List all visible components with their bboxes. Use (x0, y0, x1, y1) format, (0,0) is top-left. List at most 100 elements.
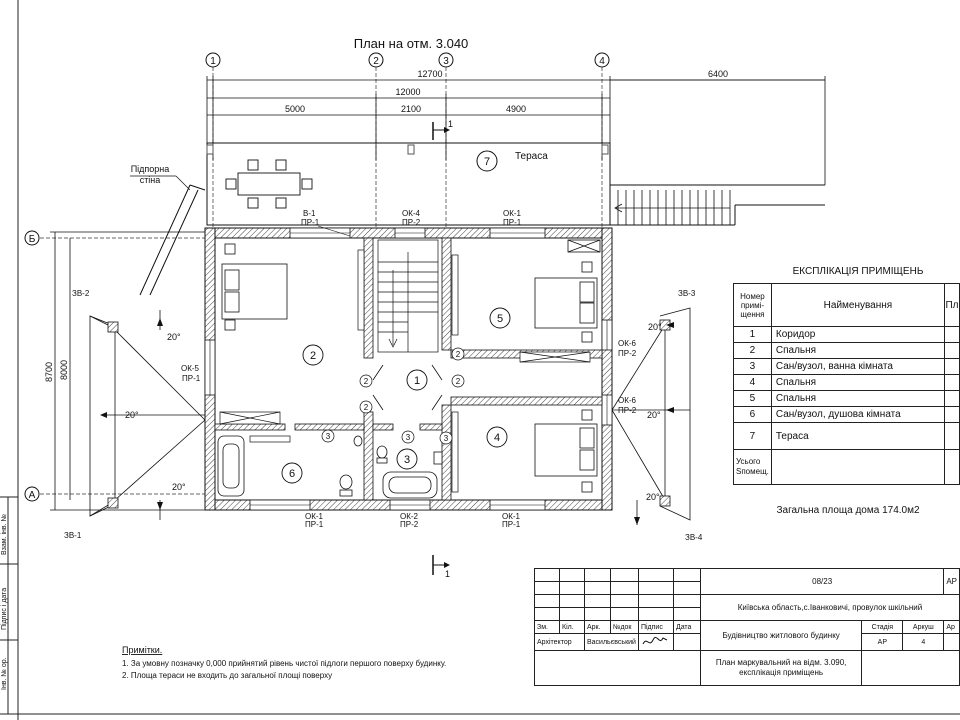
header-zm: Зм. (534, 620, 560, 634)
room-number-2: 2 (310, 350, 316, 362)
door-mark-4: 2 (364, 403, 369, 412)
dim-2100: 2100 (401, 104, 421, 114)
project-code: 08/23 (699, 568, 945, 595)
bed-room-2 (221, 243, 288, 331)
slope-6: 20° (646, 492, 660, 502)
window-mark-9-top: ОК-1 (502, 512, 521, 521)
total-area: Загальна площа дома 174.0м2 (776, 505, 920, 516)
window-mark-1-top: В-1 (303, 209, 316, 218)
window-mark-2-bottom: ПР-2 (402, 218, 421, 227)
window-mark-9-bottom: ПР-1 (502, 520, 521, 529)
explication-header: Номер примі- щення Найменування Пл (733, 283, 960, 327)
signature-scribble (642, 636, 668, 645)
corner-zv-2: ЗВ-2 (72, 289, 90, 298)
axis-a: А (29, 490, 36, 501)
signature (637, 633, 674, 651)
stage-value: АР (861, 633, 904, 651)
header-kil: Кіл. (559, 620, 585, 634)
corner-zv-1: ЗВ-1 (64, 531, 82, 540)
window-mark-2-top: ОК-4 (402, 209, 421, 218)
window-mark-4-bottom: ПР-1 (182, 374, 201, 383)
address: Київська область,с.Іванковичі, провулок … (699, 594, 960, 621)
terrace-stairs (614, 190, 731, 225)
dim-5000: 5000 (285, 104, 305, 114)
explication-title: ЕКСПЛІКАЦІЯ ПРИМІЩЕНЬ (793, 266, 924, 277)
window-mark-5-bottom: ПР-2 (618, 349, 637, 358)
room-number-5: 5 (497, 313, 503, 325)
corner-zv-3: ЗВ-3 (678, 289, 696, 298)
room-number-6: 6 (289, 468, 295, 480)
door-mark-2: 2 (456, 350, 461, 359)
slope-3: 20° (172, 482, 186, 492)
section-mark-bottom: 1 (445, 569, 450, 579)
axis-b-marker (24, 230, 40, 246)
door-mark-1: 2 (364, 377, 369, 386)
axis-3: 3 (443, 56, 449, 67)
slope-4: 20° (648, 322, 662, 332)
side-label-1: Підпис і дата (0, 588, 8, 630)
terrace-label: Тераса (515, 151, 548, 162)
room-number-1: 1 (414, 375, 420, 387)
slope-2: 20° (125, 410, 139, 420)
axis-a-marker (24, 486, 40, 502)
notes-line-2: 2. Площа тераси не входить до загальної … (122, 671, 332, 680)
dim-8000: 8000 (59, 360, 69, 380)
dim-8700: 8700 (44, 362, 54, 382)
axis-1: 1 (210, 56, 216, 67)
room-number-3: 3 (404, 454, 410, 466)
project-code-right: АР (943, 568, 960, 595)
header-ark: Арк. (584, 620, 611, 634)
sheet-value: 4 (902, 633, 945, 651)
window-mark-6-top: ОК-6 (618, 396, 637, 405)
window-mark-1-bottom: ПР-1 (301, 218, 320, 227)
room-number-4: 4 (494, 432, 500, 444)
project-name: Будівництво житлового будинку (699, 620, 863, 651)
stage-header: Стадія (861, 620, 904, 634)
dining-table (225, 159, 313, 209)
person: Васильєвський (584, 633, 639, 651)
bed-room-4 (534, 409, 598, 493)
window-mark-3-bottom: ПР-1 (503, 218, 522, 227)
header-ndok: №док (609, 620, 639, 634)
corner-zv-4: ЗВ-4 (685, 533, 703, 542)
window-mark-7-bottom: ПР-1 (305, 520, 324, 529)
side-label-0: Взам. інв. № (0, 514, 8, 555)
section-mark-top: 1 (448, 119, 453, 129)
window-mark-3-top: ОК-1 (503, 209, 522, 218)
slope-5: 20° (647, 410, 661, 420)
plan-title: План на отм. 3.040 (354, 36, 469, 51)
door-mark-7: 3 (444, 434, 449, 443)
sheet-title-2: експлікація приміщень (739, 668, 824, 677)
door-mark-5: 3 (326, 432, 331, 441)
retaining-wall-label-2: стіна (140, 175, 161, 185)
room-7-marker (476, 150, 498, 172)
total-label-1: Усього (736, 457, 761, 466)
bed-room-5 (534, 239, 601, 343)
axis-b: Б (29, 234, 36, 245)
window-mark-5-top: ОК-6 (618, 339, 637, 348)
header-name: Найменування (770, 283, 946, 327)
dim-12000: 12000 (395, 87, 420, 97)
axis-2: 2 (373, 56, 379, 67)
sheet-header: Аркуш (902, 620, 945, 634)
window-mark-8-top: ОК-2 (400, 512, 419, 521)
notes-title: Примітки. (122, 645, 162, 655)
slope-1: 20° (167, 332, 181, 342)
header-number: Номер примі- щення (733, 283, 772, 327)
role: Архітектор (534, 633, 585, 651)
staircase (377, 239, 439, 353)
shower-tray (217, 435, 245, 497)
sheet-title-1: План маркувальний на відм. 3.090, (715, 658, 847, 667)
header-area: Пл (944, 283, 960, 327)
dim-4900: 4900 (506, 104, 526, 114)
sheets-header: Ар (943, 620, 960, 634)
window-mark-4-top: ОК-5 (181, 364, 200, 373)
